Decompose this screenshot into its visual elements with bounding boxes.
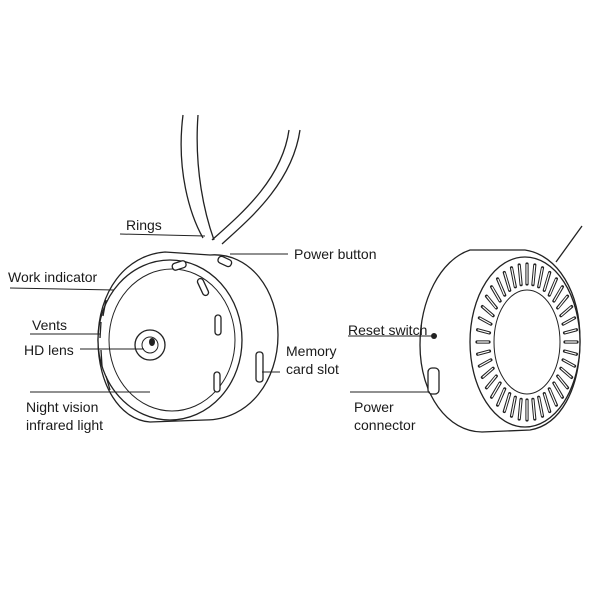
label-power-connector-line1: Power: [354, 399, 394, 415]
label-night-vision-line1: Night vision: [26, 399, 99, 415]
vent-slot-highlight: [511, 397, 516, 417]
side-slot-1: [214, 314, 222, 336]
vent-slot-highlight: [549, 388, 557, 406]
label-power-button: Power button: [294, 246, 377, 262]
vent-slot-highlight: [518, 399, 522, 419]
vent-slot-highlight: [477, 350, 490, 355]
vent-slot-highlight: [557, 375, 568, 389]
back-vents: [475, 262, 579, 422]
back-camera-face-inner: [493, 289, 561, 395]
vent-slot-highlight: [518, 265, 522, 285]
side-slot-2: [213, 371, 221, 393]
label-memory-card-slot-line1: Memory: [286, 343, 337, 359]
vent-slot-highlight: [482, 368, 494, 378]
power-button: [217, 255, 233, 268]
vent-slot-highlight: [504, 393, 511, 412]
reset-switch: [431, 333, 437, 339]
vent-3: [100, 349, 103, 367]
hd-lens: [149, 338, 155, 346]
vent-slot-highlight: [532, 265, 536, 285]
label-hd-lens: HD lens: [24, 342, 74, 358]
vent-4: [105, 375, 111, 391]
front-camera: [97, 251, 279, 423]
vent-slot-highlight: [549, 278, 557, 296]
strap-loop-right: [211, 129, 301, 245]
vent-slot-highlight: [486, 375, 497, 389]
front-camera-face-inner: [108, 268, 236, 412]
vent-slot-highlight: [479, 317, 491, 325]
vent-slot-highlight: [504, 272, 511, 291]
label-vents: Vents: [32, 317, 68, 333]
work-indicator: [171, 260, 187, 271]
label-night-vision-line2: infrared light: [26, 417, 104, 433]
label-power-connector-line2: connector: [354, 417, 416, 433]
memory-card-slot: [255, 351, 264, 383]
vent-slot-highlight: [543, 393, 551, 412]
vent-slot-highlight: [553, 286, 563, 302]
label-rings: Rings: [126, 217, 162, 233]
power-connector: [427, 367, 440, 395]
vent-slot-highlight: [482, 306, 494, 316]
leader-work-indicator: [9, 287, 115, 291]
vent-slot-highlight: [560, 306, 572, 316]
vent-slot-highlight: [497, 278, 505, 296]
strap-loop: [180, 114, 215, 241]
hd-lens-ring: [134, 329, 166, 361]
vent-slot-highlight: [563, 359, 575, 367]
vent-slot-highlight: [532, 399, 536, 419]
vent-slot-highlight: [563, 317, 575, 325]
label-reset-switch: Reset switch: [348, 322, 428, 338]
vent-slot-highlight: [560, 368, 572, 378]
vent-slot-highlight: [564, 329, 577, 334]
vent-slot-highlight: [491, 382, 501, 398]
vent-slot-highlight: [479, 359, 491, 367]
back-camera: [419, 225, 583, 433]
vent-slot-highlight: [538, 267, 543, 287]
vent-1: [102, 299, 107, 317]
front-camera-face: [97, 259, 243, 421]
label-memory-card-slot-line2: card slot: [286, 361, 339, 377]
vent-slot-highlight: [557, 295, 568, 309]
vent-slot-highlight: [543, 272, 551, 291]
side-slot-3: [196, 277, 210, 297]
vent-slot-highlight: [497, 388, 505, 406]
vent-slot-highlight: [511, 267, 516, 287]
vent-2: [99, 321, 102, 339]
vent-slot-highlight: [564, 350, 577, 355]
vent-slot-highlight: [486, 295, 497, 309]
hd-lens-ring-inner: [141, 336, 159, 354]
label-work-indicator: Work indicator: [8, 269, 98, 285]
leader-rings: [119, 233, 206, 237]
vent-slot-highlight: [491, 286, 501, 302]
back-camera-cable: [555, 225, 583, 263]
leader-lines: [9, 233, 431, 393]
vent-slot-highlight: [553, 382, 563, 398]
vent-slot-highlight: [538, 397, 543, 417]
vent-slot-highlight: [477, 329, 490, 334]
